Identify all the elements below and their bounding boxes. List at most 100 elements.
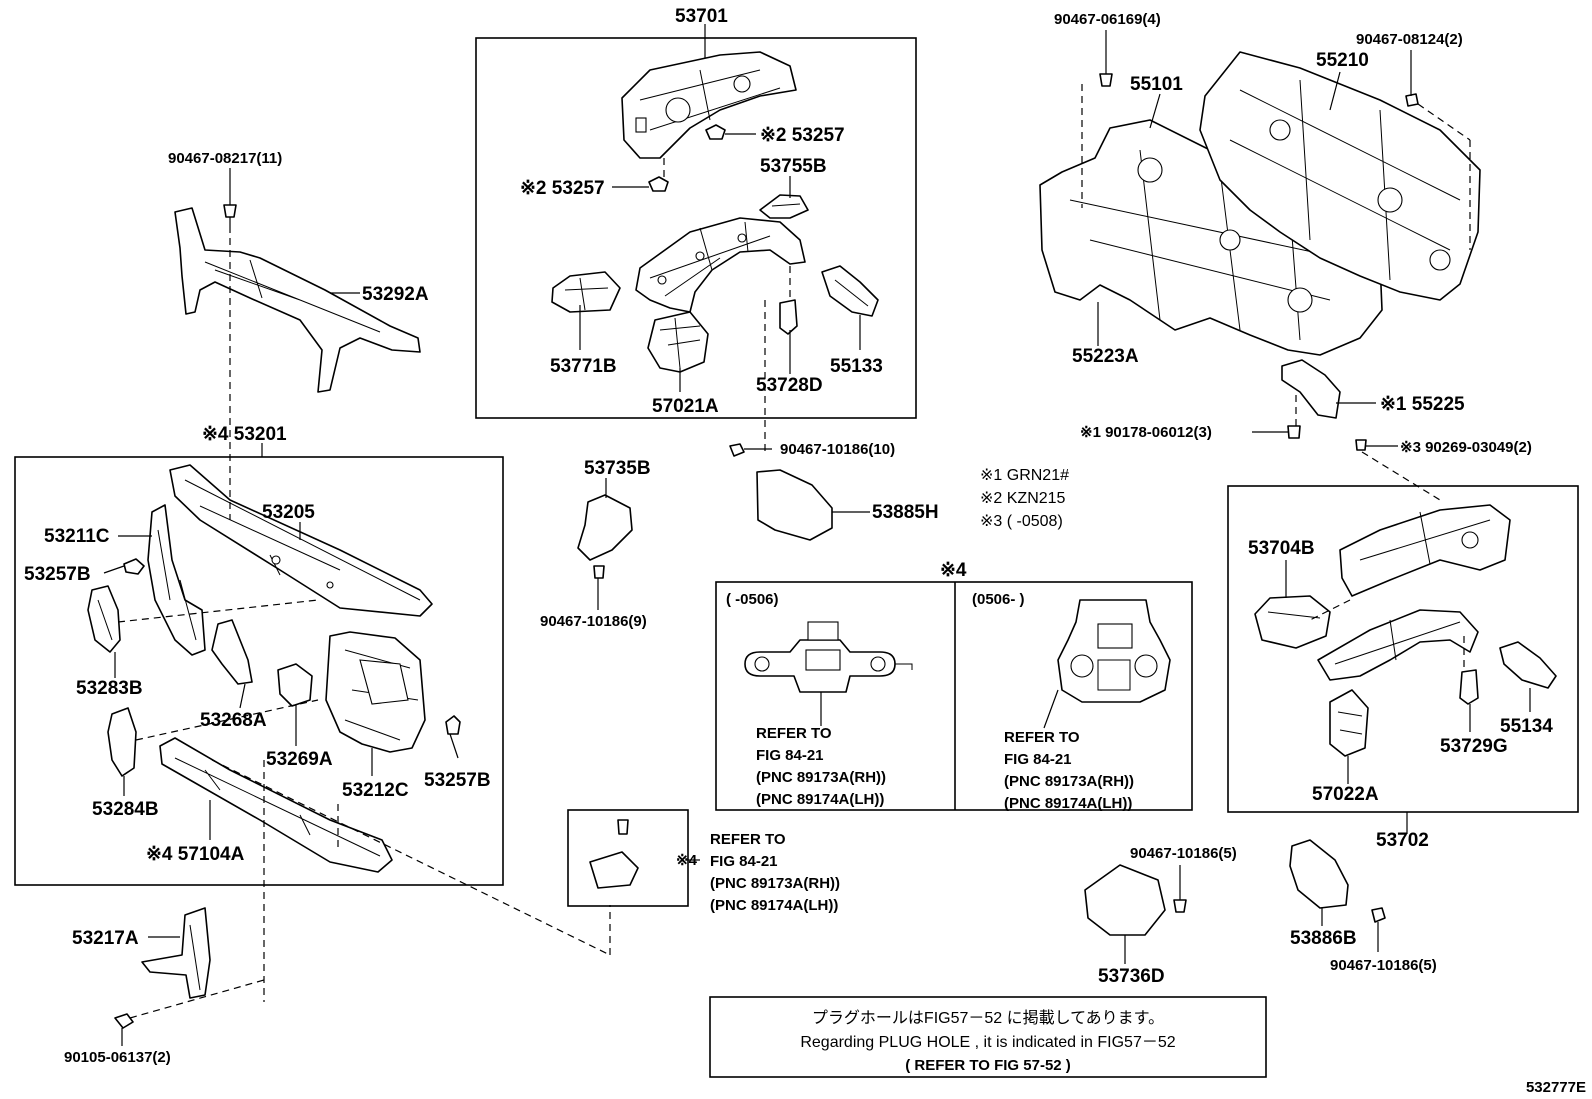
label-53284B: 53284B xyxy=(92,799,159,820)
label-55223A: 55223A xyxy=(1072,346,1139,367)
inset-right-range: (0506- ) xyxy=(972,591,1025,608)
part-wheelhouse-lh xyxy=(1317,609,1479,681)
part-53735B-cover xyxy=(577,494,633,561)
part-53257-clip-b xyxy=(648,176,669,192)
part-53771B-bracket xyxy=(551,271,621,313)
part-53755B-bracket xyxy=(759,194,809,219)
label-53735B: 53735B xyxy=(584,458,651,479)
part-57104A-lower-rail xyxy=(159,737,393,873)
small-bracket-box xyxy=(567,809,689,907)
bracket-fig: FIG 84-21 xyxy=(710,853,778,870)
label-53201: ※4 53201 xyxy=(202,424,287,445)
label-53701: 53701 xyxy=(675,6,728,27)
label-57021A: 57021A xyxy=(652,396,719,417)
clip-90467-06169 xyxy=(1099,73,1113,87)
clip-90467-10186-9 xyxy=(593,565,605,579)
label-90269-03049: ※3 90269-03049(2) xyxy=(1400,439,1532,456)
inset-title: ※4 xyxy=(940,560,967,581)
label-90467-06169: 90467-06169(4) xyxy=(1054,11,1161,28)
part-53269A-bracket xyxy=(277,663,313,707)
label-53886B: 53886B xyxy=(1290,928,1357,949)
label-90467-10186-5b: 90467-10186(5) xyxy=(1330,957,1437,974)
clip-90178-06012 xyxy=(1287,425,1301,439)
label-53729G: 53729G xyxy=(1440,736,1508,757)
note-reference: ( REFER TO FIG 57-52 ) xyxy=(905,1057,1071,1074)
sensor-left-drawing xyxy=(744,621,913,693)
part-53292A-support xyxy=(174,207,421,393)
inset-right-pnc-rh: (PNC 89173A(RH)) xyxy=(1004,773,1134,790)
label-53771B: 53771B xyxy=(550,356,617,377)
label-53736D: 53736D xyxy=(1098,966,1165,987)
part-wheelhouse-inner xyxy=(635,217,806,313)
bolt-90467-08217 xyxy=(223,204,237,226)
leader-lines xyxy=(103,24,1531,1046)
inset-left-range: ( -0506) xyxy=(726,591,779,608)
part-53736D-cover xyxy=(1084,864,1166,936)
part-53257B-clip-a xyxy=(123,558,145,575)
part-53704B-bracket xyxy=(1254,595,1331,649)
inset-box-star4 xyxy=(715,581,1193,811)
part-53728D-stay xyxy=(779,299,798,335)
clip-90467-08124 xyxy=(1405,93,1419,107)
label-57022A: 57022A xyxy=(1312,784,1379,805)
label-90467-10186-9: 90467-10186(9) xyxy=(540,613,647,630)
inset-left-fig: FIG 84-21 xyxy=(756,747,824,764)
part-53885H-cover xyxy=(756,469,833,541)
label-90467-10186-5a: 90467-10186(5) xyxy=(1130,845,1237,862)
clip-90467-10186-10 xyxy=(729,443,745,457)
legend-line-2: ※2 KZN215 xyxy=(980,490,1066,507)
label-90178-06012: ※1 90178-06012(3) xyxy=(1080,424,1212,441)
inset-right-refer: REFER TO xyxy=(1004,729,1080,746)
inset-right-fig: FIG 84-21 xyxy=(1004,751,1072,768)
label-57104A: ※4 57104A xyxy=(146,844,245,865)
label-53257-b: ※2 53257 xyxy=(520,178,605,199)
part-57021A-reinforcement xyxy=(647,311,709,373)
label-55210: 55210 xyxy=(1316,50,1369,71)
part-53217A-bracket xyxy=(141,907,211,999)
label-53728D: 53728D xyxy=(756,375,823,396)
note-box xyxy=(709,996,1267,1078)
label-55101: 55101 xyxy=(1130,74,1183,95)
part-53212C-headlamp-support xyxy=(325,631,426,753)
label-53704B: 53704B xyxy=(1248,538,1315,559)
label-53268A: 53268A xyxy=(200,710,267,731)
label-53283B: 53283B xyxy=(76,678,143,699)
dashed-lines xyxy=(117,84,1471,1019)
label-53292A: 53292A xyxy=(362,284,429,305)
labels: 53701 ※2 53257 ※2 53257 53755B 53771B 57… xyxy=(24,6,1586,1096)
part-small-bracket xyxy=(589,819,639,889)
note-english: Regarding PLUG HOLE , it is indicated in… xyxy=(800,1034,1175,1051)
group-box-53201 xyxy=(14,456,504,886)
label-star4-small: ※4 xyxy=(676,852,698,869)
bracket-refer: REFER TO xyxy=(710,831,786,848)
part-53283B-bracket xyxy=(87,585,121,653)
legend-line-1: ※1 GRN21# xyxy=(980,467,1069,484)
label-90467-08124: 90467-08124(2) xyxy=(1356,31,1463,48)
sensor-right-drawing xyxy=(1057,599,1171,703)
part-53284B-bracket xyxy=(107,707,137,777)
label-53885H: 53885H xyxy=(872,502,939,523)
legend-line-3: ※3 ( -0508) xyxy=(980,513,1063,530)
inset-left-pnc-rh: (PNC 89173A(RH)) xyxy=(756,769,886,786)
part-53205-upper-rail xyxy=(169,464,433,617)
clip-90269-03049 xyxy=(1355,439,1367,451)
label-53205: 53205 xyxy=(262,502,315,523)
label-53212C: 53212C xyxy=(342,780,409,801)
part-57022A-reinforcement xyxy=(1329,689,1369,757)
part-53268A-stay xyxy=(211,619,253,685)
label-90467-10186-10: 90467-10186(10) xyxy=(780,441,895,458)
label-90467-08217: 90467-08217(11) xyxy=(168,150,282,167)
inset-left-refer: REFER TO xyxy=(756,725,832,742)
part-53257B-clip-b xyxy=(445,715,461,735)
part-55210-dash-panel xyxy=(1199,51,1481,301)
label-55225: ※1 55225 xyxy=(1380,394,1465,415)
inset-left-pnc-lh: (PNC 89174A(LH)) xyxy=(756,791,884,808)
label-53702: 53702 xyxy=(1376,830,1429,851)
label-53755B: 53755B xyxy=(760,156,827,177)
label-53269A: 53269A xyxy=(266,749,333,770)
group-box-53702 xyxy=(1227,485,1579,813)
group-box-53701 xyxy=(475,37,917,419)
part-55133-bracket xyxy=(821,265,879,317)
part-53211C-side-support xyxy=(147,504,206,656)
